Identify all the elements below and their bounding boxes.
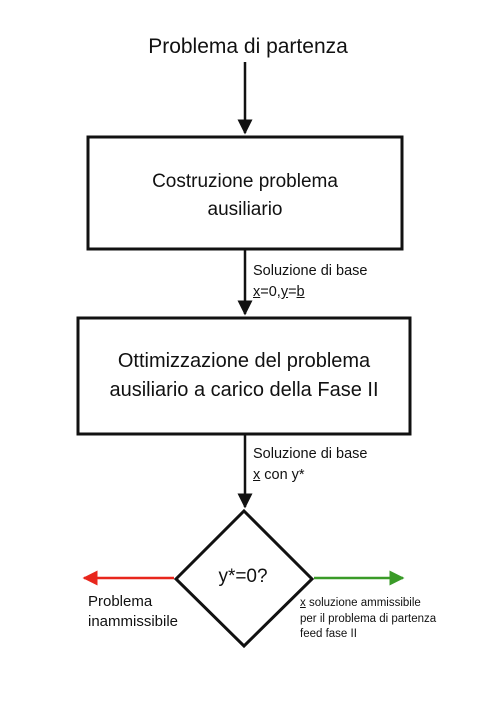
decision-text: y*=0? [218,566,268,587]
no-branch-line2: inammissibile [88,613,179,630]
edge1-line2: x=0,y=b [253,282,367,303]
edge2-rest: con y* [260,467,305,483]
yes-branch-line1-rest: soluzione ammissibile [305,597,421,609]
yes-branch-label: x soluzione ammissibile per il problema … [300,596,436,643]
edge1-x-rest: =0, [260,284,281,300]
box2-line1: Ottimizzazione del problema [117,350,371,372]
yes-branch-x: x [300,597,306,609]
edge2-line2: x con y* [253,465,367,486]
edge1-b: b [296,284,305,300]
yes-branch-line1: x soluzione ammissibile [300,596,436,612]
edge1-line1: Soluzione di base [253,263,368,279]
edge1-eq: = [288,284,297,300]
edge1-label: Soluzione di base x=0,y=b [253,261,367,303]
box2-text: Ottimizzazione del problema ausiliario a… [78,347,410,405]
box-ottimizzazione [76,316,412,436]
edge2-label: Soluzione di base x con y* [253,444,367,486]
box1-line2: ausiliario [207,199,283,220]
start-label: Problema di partenza [148,35,348,58]
box-costruzione [86,135,404,251]
no-branch-label: Problema inammissibile [88,592,178,632]
no-branch-line1: Problema [88,593,153,610]
box1-line1: Costruzione problema [152,171,338,192]
yes-branch-line2: per il problema di partenza [300,612,437,625]
edge2-line1: Soluzione di base [253,446,368,462]
decision-diamond [173,508,315,649]
edge1-y: y [280,284,289,300]
box2-line2: ausiliario a carico della Fase II [109,379,379,401]
edge1-x: x [253,284,261,300]
edge2-x: x [253,467,261,483]
yes-branch-line3: feed fase II [300,628,357,640]
box1-text: Costruzione problema ausiliario [88,168,402,224]
